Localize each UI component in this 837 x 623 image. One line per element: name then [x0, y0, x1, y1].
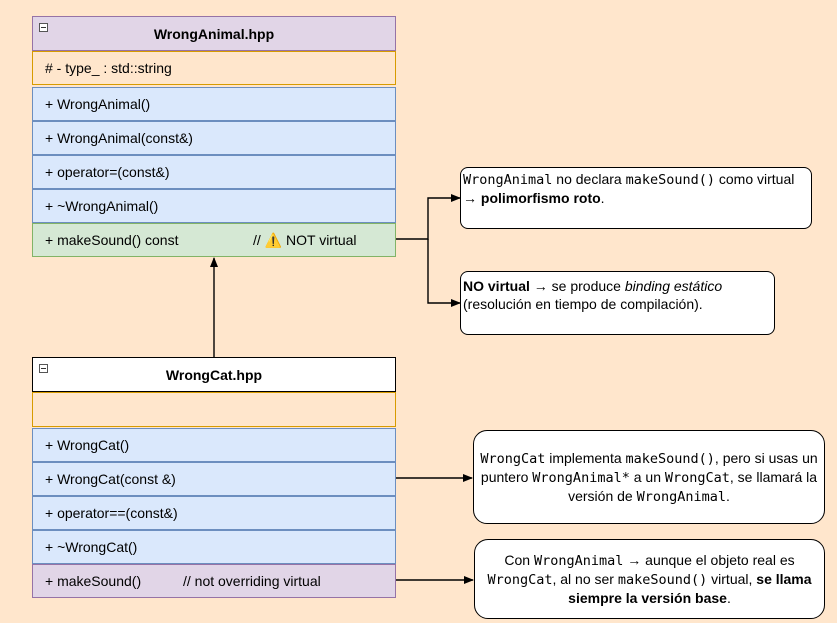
- code-text: WrongCat: [664, 469, 730, 486]
- code-text: WrongCat: [480, 450, 546, 467]
- note-text: .: [600, 190, 605, 206]
- note-text: Con: [504, 552, 534, 568]
- method-label: + makeSound(): [45, 573, 142, 589]
- note-text: → se produce: [529, 278, 625, 294]
- code-text: makeSound(): [625, 172, 715, 188]
- wrong-animal-attribute: # - type_ : std::string: [32, 51, 396, 85]
- wrong-cat-attribute: [32, 392, 396, 427]
- code-text: makeSound(): [625, 450, 715, 467]
- method-label: + operator==(const&): [45, 505, 178, 521]
- make-sound-const-row: + makeSound() const // ⚠️ NOT virtual: [32, 223, 396, 257]
- note-text: (resolución en tiempo de compilación).: [463, 296, 703, 312]
- note-base-version: Con WrongAnimal → aunque el objeto real …: [474, 539, 825, 619]
- note-text: implementa: [545, 449, 626, 466]
- method-label: + WrongCat(): [45, 437, 130, 453]
- method-label: + makeSound() const: [45, 232, 179, 248]
- comment-prefix: //: [253, 231, 261, 248]
- code-text: WrongAnimal*: [532, 469, 630, 486]
- method-row: + operator=(const&): [32, 155, 396, 189]
- note-bold: polimorfismo roto: [480, 190, 601, 206]
- note-bold: NO virtual: [463, 278, 530, 294]
- make-sound-row: + makeSound() // not overriding virtual: [32, 564, 396, 598]
- note-text: .: [726, 590, 731, 606]
- method-label: + operator=(const&): [45, 164, 170, 180]
- note-text: .: [726, 487, 730, 504]
- warning-icon: ⚠️: [264, 231, 283, 248]
- method-row: + ~WrongAnimal(): [32, 189, 396, 223]
- method-row: + WrongAnimal(const&): [32, 121, 396, 155]
- wrong-cat-title: WrongCat.hpp: [165, 366, 263, 383]
- note-text: no declara: [552, 171, 626, 187]
- method-row: + operator==(const&): [32, 496, 396, 530]
- code-text: makeSound(): [617, 572, 708, 588]
- note-bold: se llama siempre la versión base: [568, 571, 812, 606]
- make-sound-comment: // not overriding virtual: [183, 573, 321, 589]
- code-text: WrongAnimal: [463, 172, 553, 188]
- note-text: virtual,: [707, 571, 757, 587]
- method-label: + WrongCat(const &): [45, 471, 176, 487]
- collapse-icon[interactable]: [39, 23, 48, 32]
- note-text: , al no ser: [552, 571, 618, 587]
- method-row: + WrongAnimal(): [32, 87, 396, 121]
- collapse-icon[interactable]: [39, 364, 48, 373]
- note-text: → aunque el objeto real es: [623, 552, 795, 568]
- method-row: + ~WrongCat(): [32, 530, 396, 564]
- method-label: + ~WrongAnimal(): [45, 198, 159, 214]
- note-pointer-behaviour: WrongCat implementa makeSound(), pero si…: [473, 430, 825, 524]
- note-polymorphism-broken: WrongAnimal no declara makeSound() como …: [460, 167, 812, 229]
- method-label: + WrongAnimal(const&): [45, 130, 193, 146]
- note-static-binding: NO virtual → se produce binding estático…: [460, 271, 775, 335]
- code-text: WrongCat: [487, 572, 553, 588]
- wrong-animal-title: WrongAnimal.hpp: [153, 25, 275, 42]
- wrong-animal-header: WrongAnimal.hpp: [32, 16, 396, 51]
- note-italic: binding estático: [624, 278, 723, 294]
- method-row: + WrongCat(const &): [32, 462, 396, 496]
- method-label: + WrongAnimal(): [45, 96, 151, 112]
- comment-text: NOT virtual: [286, 231, 357, 248]
- code-text: WrongAnimal: [636, 488, 726, 505]
- note-text: como virtual →: [463, 171, 795, 206]
- wrong-cat-header: WrongCat.hpp: [32, 357, 396, 392]
- note-text: , pero si usas un puntero: [480, 449, 818, 485]
- note-text: a un: [629, 468, 665, 485]
- method-label: + ~WrongCat(): [45, 539, 138, 555]
- make-sound-comment: // ⚠️ NOT virtual: [253, 232, 357, 249]
- method-row: + WrongCat(): [32, 428, 396, 462]
- connector-note-2: [427, 239, 461, 307]
- code-text: WrongAnimal: [533, 553, 624, 569]
- connector-note-1: [396, 194, 461, 240]
- note-text: , se llamará la versión de: [568, 468, 818, 504]
- attribute-label: # - type_ : std::string: [45, 60, 172, 76]
